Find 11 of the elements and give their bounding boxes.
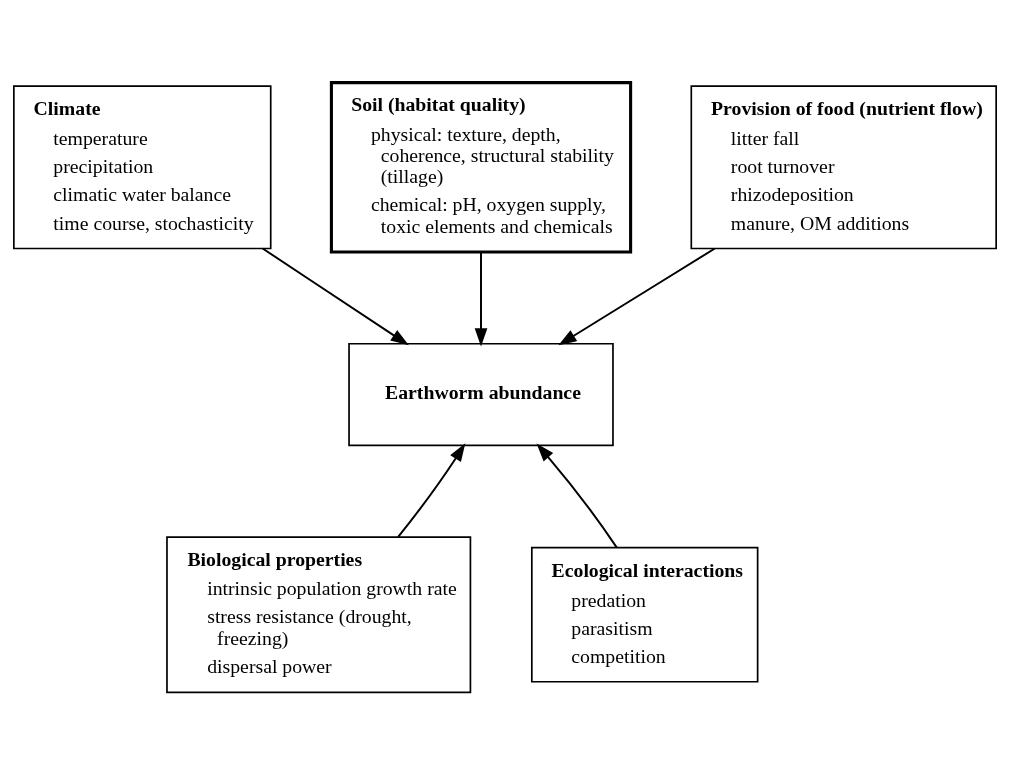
node-box: Climate temperature precipitation climatic water balance time course, stochasticity: [13, 85, 272, 250]
arrow: [261, 247, 409, 346]
arrow: [474, 251, 488, 347]
node-box: Biological properties intrinsic population growth rate stress resistance (drought, freezing) dispersal power: [166, 536, 472, 694]
node-box: Soil (habitat quality) physical: texture, depth, coherence, structural stability (tillage) chemical: pH, oxygen supply, toxic elements and chemicals: [329, 81, 633, 254]
node-box: Provision of food (nutrient flow) litter fall root turnover rhizodeposition manure, OM additions: [690, 85, 997, 250]
arrow: [558, 247, 716, 346]
node-box: Ecological interactions predation parasitism competition: [530, 546, 759, 683]
node-box: Earthworm abundance: [348, 342, 614, 447]
arrow: [397, 443, 466, 538]
arrow: [536, 443, 618, 549]
